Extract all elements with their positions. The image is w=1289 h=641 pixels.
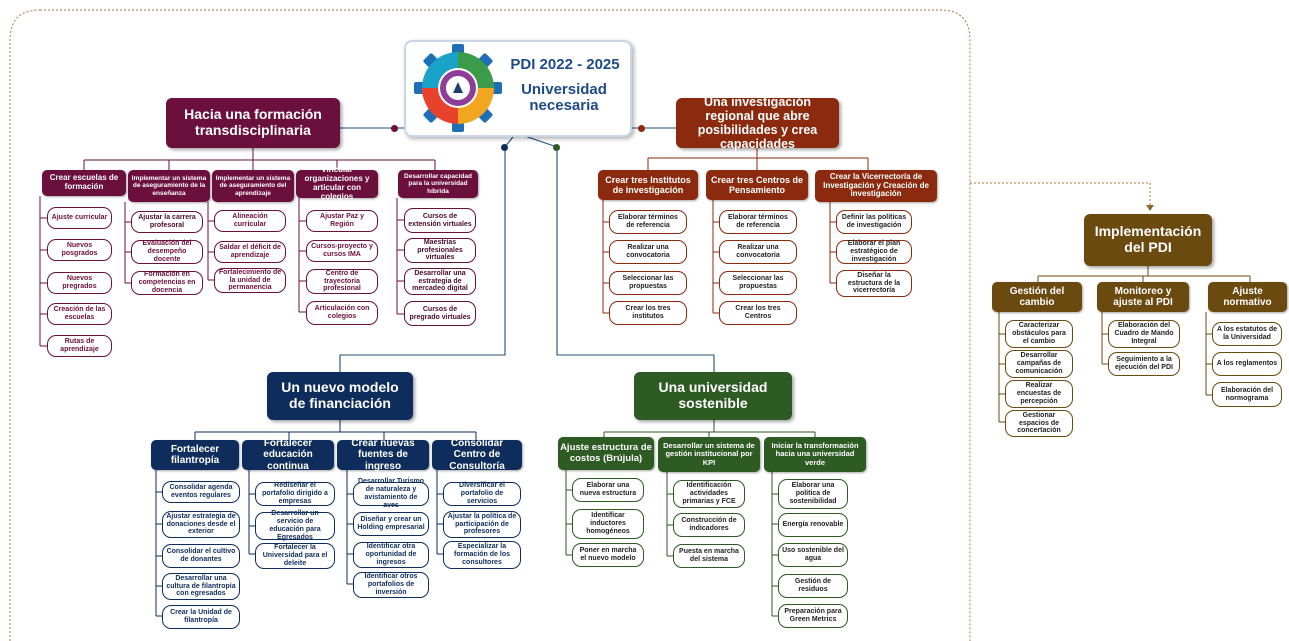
leaf-estrategia-donaciones: Ajustar estrategia de donaciones desde e…: [162, 511, 240, 538]
group-implementacion-2: Monitoreo y ajuste al PDI: [1097, 282, 1189, 312]
leaf-creacion-escuelas: Creación de las escuelas: [47, 303, 112, 325]
axis-sostenible-title: Una universidad sostenible: [634, 372, 792, 420]
leaf-alineacion-curricular: Alineación curricular: [214, 210, 286, 232]
leaf-cursos-pregrado-virtuales: Cursos de pregrado virtuales: [404, 301, 476, 326]
group-financiacion-2: Fortalecer educación continua: [242, 438, 334, 472]
leaf-centros-crear: Crear los tres Centros: [719, 301, 797, 325]
leaf-green-metrics: Preparación para Green Metrics: [778, 604, 848, 628]
leaf-estatutos: A los estatutos de la Universidad: [1212, 322, 1282, 346]
pdi-logo-card: PDI 2022 - 2025 Universidad necesaria: [404, 40, 632, 137]
leaf-nuevo-modelo: Poner en marcha el nuevo modelo: [572, 543, 644, 567]
leaf-nuevos-posgrados: Nuevos posgrados: [47, 239, 112, 261]
leaf-inst-terminos: Elaborar términos de referencia: [609, 210, 687, 234]
leaf-formacion-competencias: Formación en competencias en docencia: [131, 271, 203, 295]
pdi-title: PDI 2022 - 2025: [510, 56, 620, 73]
leaf-inst-convocatoria: Realizar una convocatoria: [609, 240, 687, 264]
leaf-diversificar-portafolio: Diversificar el portafolio de servicios: [443, 482, 521, 506]
leaf-politica-sostenibilidad: Elaborar una política de sostenibilidad: [778, 479, 848, 509]
leaf-reglamentos: A los reglamentos: [1212, 352, 1282, 376]
leaf-campanas-comunicacion: Desarrollar campañas de comunicación: [1005, 350, 1073, 378]
leaf-construccion-indicadores: Construcción de indicadores: [673, 513, 745, 537]
leaf-normograma: Elaboración del normograma: [1212, 382, 1282, 407]
leaf-seguimiento-pdi: Seguimiento a la ejecución del PDI: [1108, 352, 1180, 376]
leaf-fortalecimiento-permanencia: Fortalecimiento de la unidad de permanen…: [214, 268, 286, 293]
group-investigacion-2: Crear tres Centros de Pensamiento: [706, 170, 808, 200]
group-sostenible-3: Iniciar la transformación hacia una univ…: [764, 437, 866, 472]
axis-financiacion-title: Un nuevo modelo de financiación: [267, 372, 413, 420]
leaf-maestrias-virtuales: Maestrías profesionales virtuales: [404, 238, 476, 263]
leaf-puesta-marcha-sistema: Puesta en marcha del sistema: [673, 544, 745, 568]
group-sostenible-2: Desarrollar un sistema de gestión instit…: [658, 437, 760, 472]
leaf-centros-convocatoria: Realizar una convocatoria: [719, 240, 797, 264]
gear-logo-icon: [414, 44, 502, 132]
leaf-turismo-naturaleza: Desarrollar Turismo de naturaleza y avis…: [353, 478, 429, 509]
leaf-vice-politicas: Definir las políticas de investigación: [836, 210, 912, 234]
blue-connector-dot: [501, 144, 508, 151]
pdi-subtitle: Universidad necesaria: [521, 81, 607, 114]
group-formacion-5: Desarrollar capacidad para la universida…: [398, 170, 478, 198]
leaf-centros-seleccionar: Seleccionar las propuestas: [719, 271, 797, 295]
leaf-politica-participacion: Ajustar la política de participación de …: [443, 511, 521, 538]
group-financiacion-4: Consolidar Centro de Consultoría: [432, 438, 522, 472]
leaf-cultura-filantropia: Desarrollar una cultura de filantropía c…: [162, 573, 240, 600]
group-sostenible-1: Ajuste estructura de costos (Brújula): [558, 437, 654, 470]
axis-formacion-title: Hacia una formación transdisciplinaria: [166, 98, 340, 148]
leaf-mercadeo-digital: Desarrollar una estrategia de mercadeo d…: [404, 268, 476, 295]
axis-investigacion-title: Una investigación regional que abre posi…: [676, 95, 839, 151]
group-financiacion-1: Fortalecer filantropía: [151, 440, 239, 470]
leaf-gestion-residuos: Gestión de residuos: [778, 574, 848, 598]
leaf-espacios-concertacion: Gestionar espacios de concertación: [1005, 410, 1073, 437]
leaf-energia-renovable: Energía renovable: [778, 513, 848, 537]
leaf-vice-estructura: Diseñar la estructura de la vicerrectorí…: [836, 270, 912, 297]
leaf-nuevos-pregrados: Nuevos pregrados: [47, 272, 112, 294]
leaf-cursos-proyecto: Cursos-proyecto y cursos IMA: [306, 240, 378, 262]
group-formacion-1: Crear escuelas de formación: [42, 170, 126, 196]
green-connector-dot: [553, 144, 560, 151]
group-formacion-2: Implementar un sistema de aseguramiento …: [128, 170, 210, 202]
leaf-encuestas-percepcion: Realizar encuestas de percepción: [1005, 380, 1073, 408]
purple-connector-dot: [391, 125, 398, 132]
group-investigacion-1: Crear tres Institutos de investigación: [598, 170, 698, 200]
leaf-inductores-homogeneos: Identificar inductores homogéneos: [572, 509, 644, 539]
leaf-cursos-extension: Cursos de extensión virtuales: [404, 208, 476, 233]
leaf-saldar-deficit: Saldar el déficit de aprendizaje: [214, 241, 286, 263]
leaf-centro-trayectoria: Centro de trayectoria profesional: [306, 269, 378, 294]
leaf-paz-region: Ajustar Paz y Región: [306, 210, 378, 232]
group-implementacion-1: Gestión del cambio: [992, 282, 1082, 312]
leaf-inst-crear: Crear los tres institutos: [609, 301, 687, 325]
leaf-ajuste-curricular: Ajuste curricular: [47, 207, 112, 229]
axis-implementacion-title: Implementación del PDI: [1084, 214, 1212, 266]
leaf-vice-plan: Elaborar el plan estratégico de investig…: [836, 240, 912, 264]
leaf-evaluacion-desempeno: Evaluación del desempeño docente: [131, 240, 203, 264]
leaf-inst-seleccionar: Seleccionar las propuestas: [609, 271, 687, 295]
rust-connector-dot: [638, 125, 645, 132]
leaf-rutas-aprendizaje: Rutas de aprendizaje: [47, 335, 112, 357]
leaf-holding-empresarial: Diseñar y crear un Holding empresarial: [353, 512, 429, 536]
leaf-portafolio-empresas: Rediseñar el portafolio dirigido a empre…: [255, 482, 335, 506]
leaf-ajustar-carrera: Ajustar la carrera profesoral: [131, 211, 203, 233]
leaf-agenda-eventos: Consolidar agenda eventos regulares: [162, 481, 240, 503]
leaf-uso-agua: Uso sostenible del agua: [778, 543, 848, 567]
leaf-cultivo-donantes: Consolidar el cultivo de donantes: [162, 544, 240, 568]
implementation-connector: [970, 182, 1151, 210]
group-formacion-3: Implementar un sistema de aseguramiento …: [212, 170, 294, 202]
group-investigacion-3: Crear la Vicerrectoría de Investigación …: [815, 170, 937, 202]
group-formacion-4: Vincular organizaciones y articular con …: [296, 165, 378, 201]
leaf-universidad-deleite: Fortalecer la Universidad para el deleit…: [255, 543, 335, 569]
leaf-oportunidad-ingresos: Identificar otra oportunidad de ingresos: [353, 542, 429, 568]
leaf-unidad-filantropia: Crear la Unidad de filantropía: [162, 605, 240, 629]
leaf-caracterizar-obstaculos: Caracterizar obstáculos para el cambio: [1005, 320, 1073, 348]
leaf-nueva-estructura: Elaborar una nueva estructura: [572, 478, 644, 502]
leaf-centros-terminos: Elaborar términos de referencia: [719, 210, 797, 234]
leaf-formacion-consultores: Especializar la formación de los consult…: [443, 541, 521, 569]
leaf-servicio-egresados: Desarrollar un servicio de educación par…: [255, 510, 335, 541]
group-financiacion-3: Crear nuevas fuentes de ingreso: [337, 438, 429, 472]
leaf-articulacion-colegios: Articulación con colegios: [306, 301, 378, 325]
leaf-portafolios-inversion: Identificar otros portafolios de inversi…: [353, 572, 429, 598]
leaf-actividades-primarias: Identificación actividades primarias y F…: [673, 480, 745, 508]
outer-frame: [9, 9, 971, 641]
leaf-cuadro-mando: Elaboración del Cuadro de Mando Integral: [1108, 320, 1180, 348]
group-implementacion-3: Ajuste normativo: [1208, 282, 1287, 312]
